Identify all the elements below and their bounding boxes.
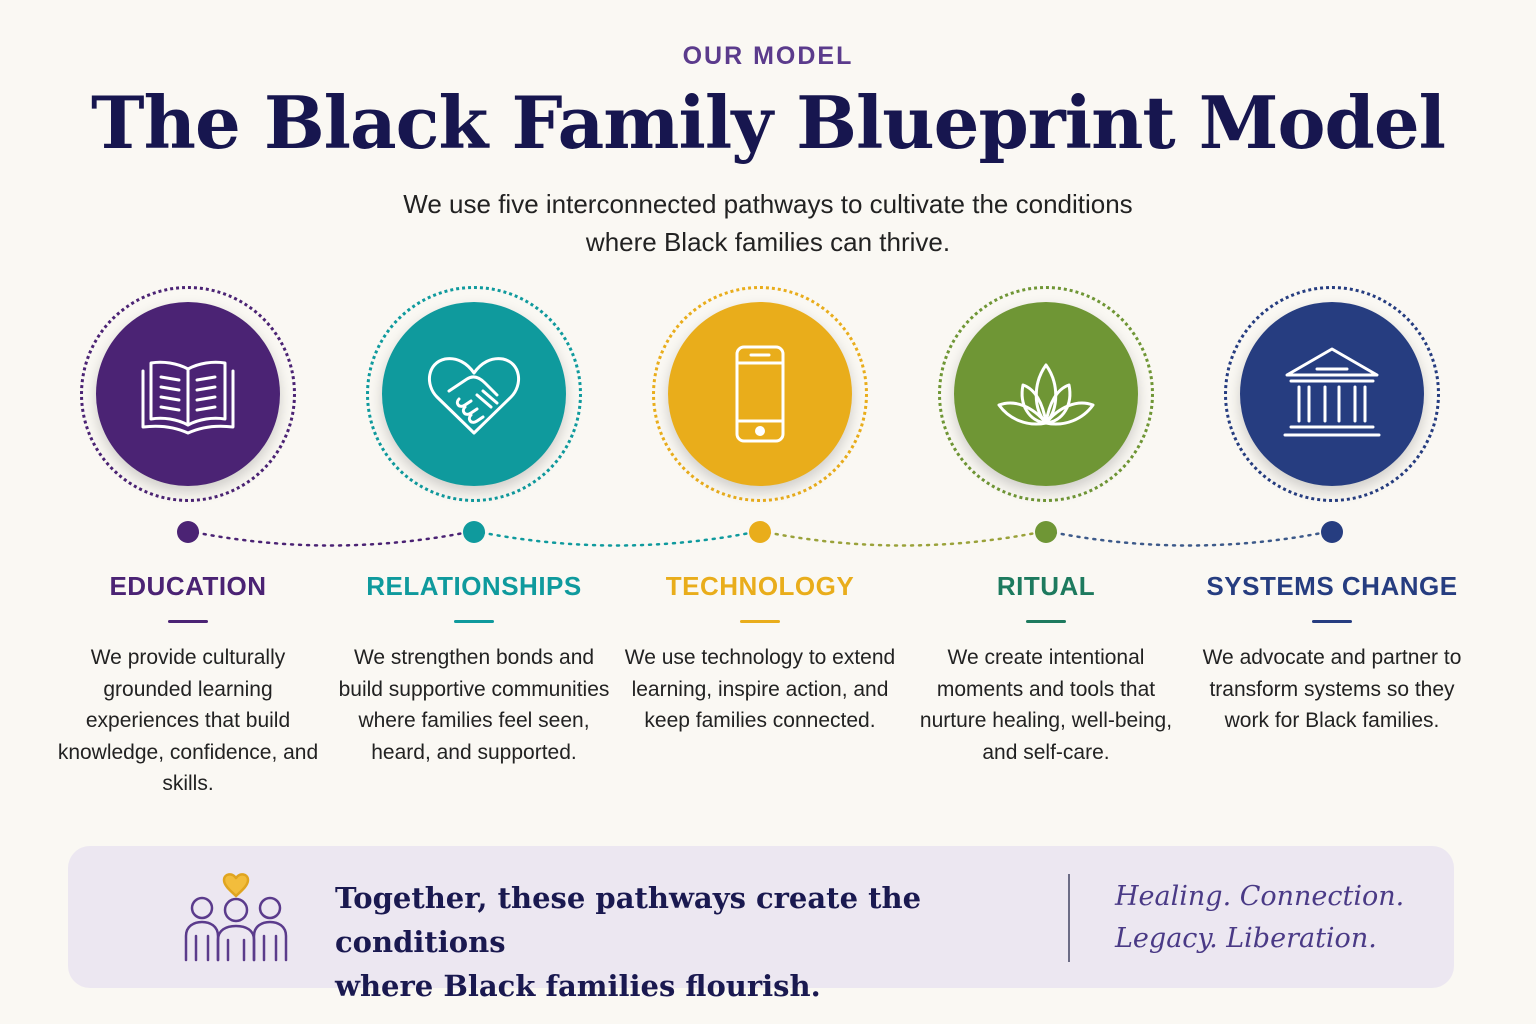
ring-decoration [366,286,582,502]
technology-badge [668,302,852,486]
pillar-description: We strengthen bonds and build supportive… [338,646,610,764]
heart-handshake-icon [428,357,520,435]
tagline: Healing. Connection. Legacy. Liberation. [1115,876,1435,960]
tagline-line: Legacy. Liberation. [1115,923,1377,954]
pillar-description: We use technology to extend learning, in… [624,646,896,732]
ring-decoration [938,286,1154,502]
pillar-systems-change: SYSTEMS CHANGE We advocate and partner t… [1194,286,1474,806]
pillar-title: RITUAL [996,571,1096,601]
vertical-divider [1068,874,1070,962]
subtitle-line: where Black families can thrive. [585,227,951,257]
title-underline [454,620,494,623]
timeline-node [177,521,199,543]
education-badge [96,302,280,486]
statement-line: where Black families flourish. [335,969,821,1003]
family-heart-icon [184,873,288,962]
pillar-description: We advocate and partner to transform sys… [1202,646,1462,732]
tagline-line: Healing. Connection. [1115,881,1405,912]
timeline-node [1035,521,1057,543]
title-underline [1026,620,1066,623]
lotus-icon [997,363,1095,426]
pillar-description: We create intentional moments and tools … [919,646,1173,764]
eyebrow-label: OUR MODEL [682,42,854,70]
title-underline [740,620,780,623]
pillar-relationships: RELATIONSHIPS We strengthen bonds and bu… [336,286,616,806]
open-book-icon [141,360,235,435]
relationships-badge [382,302,566,486]
pillar-title: EDUCATION [109,571,267,601]
pillar-title: SYSTEMS CHANGE [1206,571,1458,601]
institution-building-icon [1283,347,1381,437]
ring-decoration [1224,286,1440,502]
ring-decoration [652,286,868,502]
subtitle-line: We use five interconnected pathways to c… [403,189,1133,219]
pillar-ritual: RITUAL We create intentional moments and… [908,286,1188,806]
pillar-description: We provide culturally grounded learning … [57,646,319,795]
timeline-node [1321,521,1343,543]
pillar-title: TECHNOLOGY [665,571,855,601]
statement-line: Together, these pathways create the cond… [335,881,922,959]
title-underline [1312,620,1352,623]
timeline-node [463,521,485,543]
timeline-node [749,521,771,543]
ritual-badge [954,302,1138,486]
smartphone-icon [735,345,785,443]
page-title: The Black Family Blueprint Model [91,80,1446,165]
summary-panel: Together, these pathways create the cond… [68,846,1454,1003]
pillar-technology: TECHNOLOGY We use technology to extend l… [622,286,902,806]
systems-change-badge [1240,302,1424,486]
page-subtitle: We use five interconnected pathways to c… [318,185,1218,261]
pillar-title: RELATIONSHIPS [366,571,582,601]
title-underline [168,620,208,623]
pillar-education: EDUCATION We provide culturally grounded… [50,286,330,806]
ring-decoration [80,286,296,502]
summary-statement: Together, these pathways create the cond… [335,876,1055,1008]
